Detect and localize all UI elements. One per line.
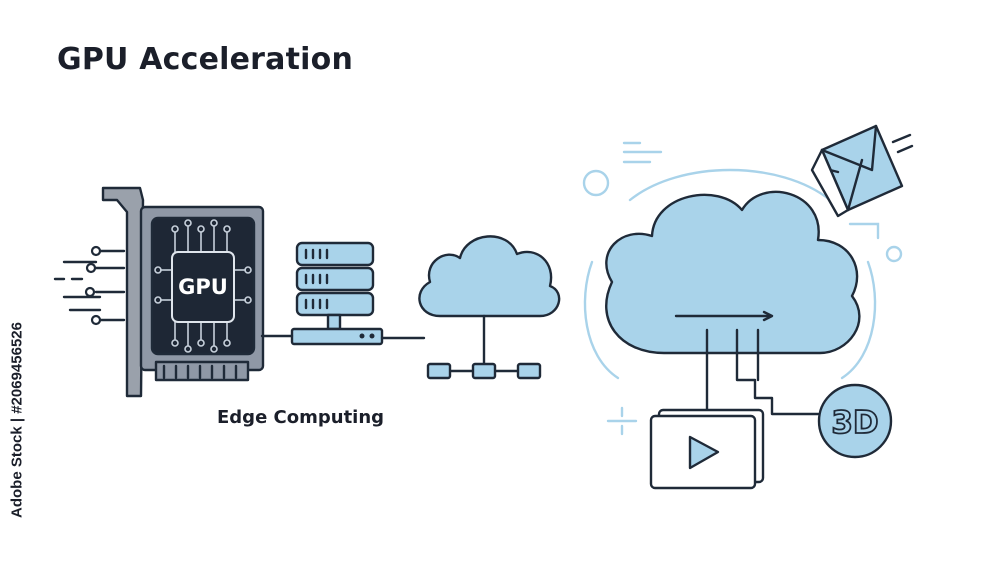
gpu-chip-label: GPU: [178, 275, 228, 299]
3d-badge-label: 3D: [831, 405, 878, 441]
gpu-card-icon: [53, 186, 265, 398]
envelope-icon: [810, 124, 914, 218]
video-play-icon: [649, 408, 765, 490]
edge-computing-label: Edge Computing: [217, 407, 385, 428]
stock-id-text: Adobe Stock | #2069456526: [4, 300, 30, 540]
page-title: GPU Acceleration: [57, 42, 354, 77]
3d-badge-icon: [817, 383, 893, 459]
server-stack-icon: [260, 241, 426, 346]
main-cloud-icon: [605, 190, 861, 432]
stock-id-label: Adobe Stock | #2069456526: [8, 322, 26, 518]
network-cloud-icon: [418, 235, 561, 380]
decorative-shapes: [582, 141, 903, 436]
